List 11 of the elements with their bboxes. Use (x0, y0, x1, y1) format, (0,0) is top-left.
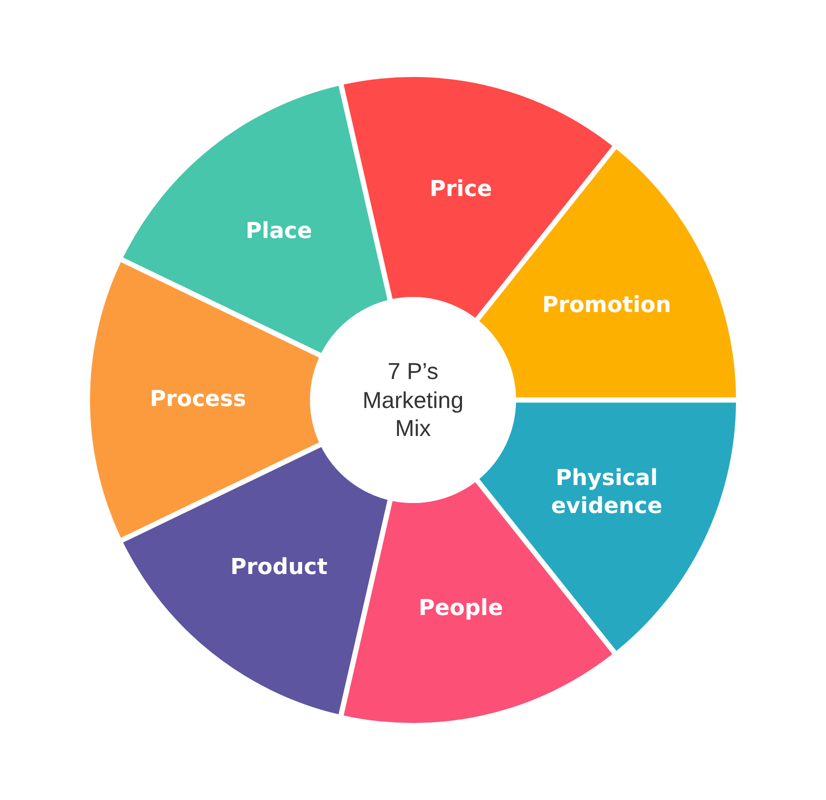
segment-label: Process (150, 386, 246, 414)
segment-label: People (418, 595, 504, 624)
segment-label: Product (230, 554, 328, 582)
segment-label: Place (246, 218, 312, 246)
segment-label: Price (430, 176, 492, 204)
center-label: 7 P’s Marketing Mix (362, 356, 464, 444)
wedge-segment (90, 262, 320, 538)
wedge-segment (123, 86, 388, 353)
segment-label: Promotion (542, 292, 672, 320)
segment-label: Physical evidence (550, 464, 664, 522)
wedge-segment (123, 447, 388, 714)
